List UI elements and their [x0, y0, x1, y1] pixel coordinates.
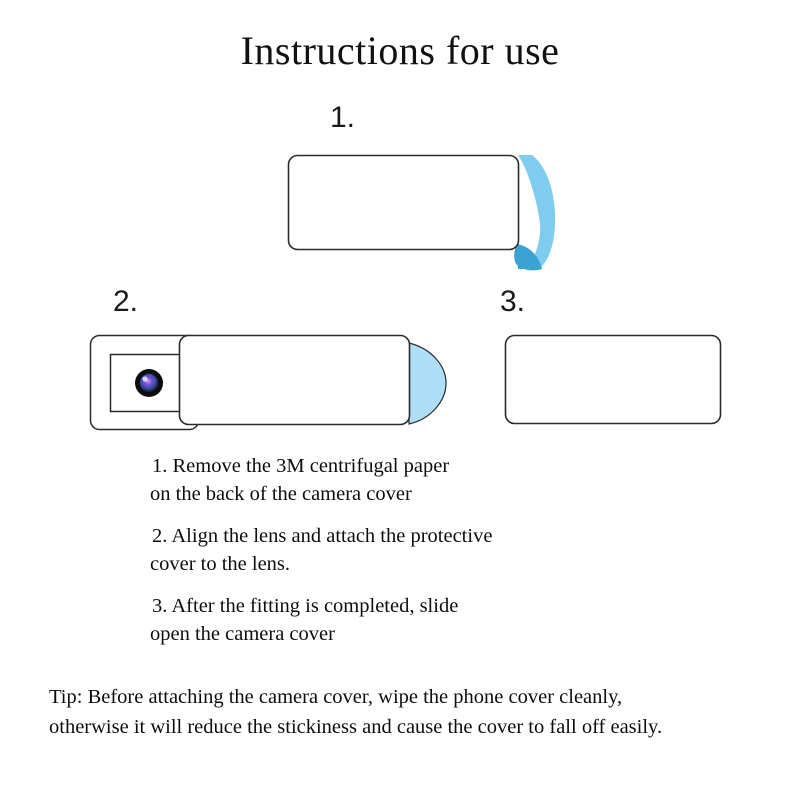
camera-cover-closed [504, 334, 722, 425]
camera-cover-sliding [178, 334, 411, 426]
figure-step-2 [78, 325, 448, 440]
instruction-1-line-1: 1. Remove the 3M centrifugal paper [152, 455, 450, 477]
step-number-1: 1. [330, 101, 356, 134]
peeling-paper-dark-fold-icon [516, 244, 542, 269]
instruction-item-1: 1. Remove the 3M centrifugal paper on th… [150, 452, 710, 508]
step-number-3: 3. [500, 285, 526, 318]
tip-line-1: Tip: Before attaching the camera cover, … [49, 686, 623, 708]
instruction-2-line-1: 2. Align the lens and attach the protect… [152, 525, 493, 547]
instruction-2-line-2: cover to the lens. [150, 553, 291, 575]
tip-block: Tip: Before attaching the camera cover, … [49, 682, 789, 742]
figure-step-3 [495, 325, 735, 435]
instruction-item-3: 3. After the fitting is completed, slide… [150, 592, 710, 648]
step-number-2: 2. [113, 285, 139, 318]
tip-line-2: otherwise it will reduce the stickiness … [49, 716, 663, 738]
peeling-paper-tab-icon [408, 342, 447, 425]
peeling-paper-light-body-icon [518, 155, 556, 269]
instruction-item-2: 2. Align the lens and attach the protect… [150, 522, 710, 578]
instruction-1-line-2: on the back of the camera cover [150, 483, 412, 505]
figure-step-1 [270, 140, 570, 280]
instruction-3-line-1: 3. After the fitting is completed, slide [152, 595, 459, 617]
instruction-3-line-2: open the camera cover [150, 623, 335, 645]
camera-lens-iris-icon [139, 373, 159, 393]
page-title: Instructions for use [240, 28, 560, 73]
camera-cover-body [287, 154, 520, 251]
instruction-list: 1. Remove the 3M centrifugal paper on th… [150, 452, 710, 662]
camera-lens-highlight-icon [142, 376, 148, 382]
